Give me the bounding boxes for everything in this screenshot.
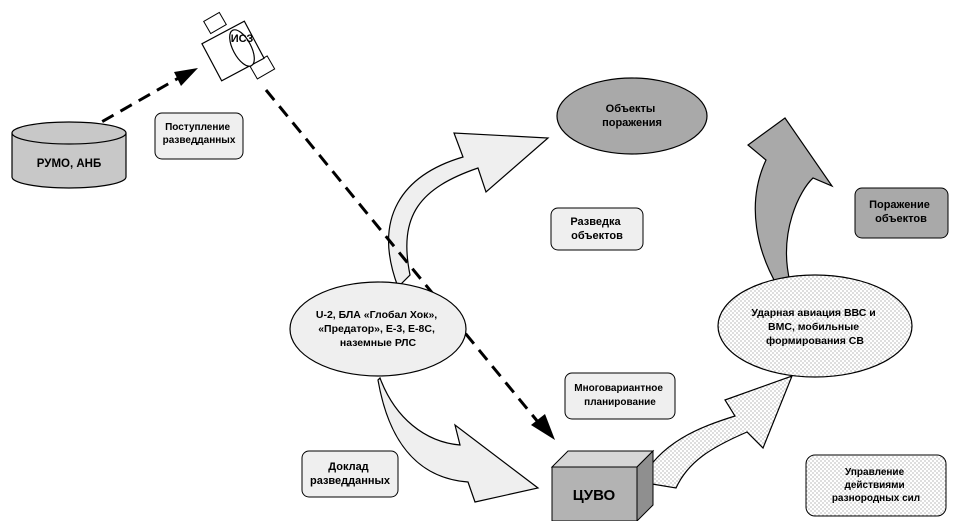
agencies-label: РУМО, АНБ [37, 158, 101, 170]
platforms-text: U-2, БЛА «Глобал Хок», «Предатор», Е-3, … [316, 309, 440, 349]
strike-forces-node [717, 274, 913, 378]
satellite-label: ИСЗ [231, 33, 254, 45]
engagement-box [854, 187, 949, 239]
targets-text: Объекты поражения [602, 103, 662, 129]
control-text: Управление действиями разнородных сил [832, 467, 920, 504]
planning-text: Многовариантное планирование [574, 383, 665, 408]
report-box [301, 450, 399, 498]
engagement-arrow [747, 117, 834, 288]
satellite-icon [201, 11, 276, 82]
engagement-text: Поражение объектов [869, 199, 933, 225]
intel-flow-arrowhead [174, 68, 198, 86]
agencies-cylinder [11, 121, 127, 189]
intel-inflow-box [154, 112, 244, 160]
intel-flow-line [83, 74, 183, 134]
recon-arrow [388, 132, 550, 289]
control-box [805, 454, 947, 517]
control-arrow [639, 374, 794, 489]
downlink-arrowhead [531, 414, 555, 440]
center-label: ЦУВО [573, 487, 616, 504]
intel-inflow-text: Поступление разведданных [163, 122, 236, 146]
center-node [550, 449, 655, 521]
strike-forces-text: Ударная авиация ВВС и ВМС, мобильные фор… [751, 307, 878, 347]
report-text: Доклад разведданных [310, 461, 391, 487]
platforms-node [289, 281, 467, 377]
report-arrow [377, 376, 540, 503]
targets-node [556, 77, 708, 155]
recon-text: Разведка объектов [570, 216, 623, 242]
satellite-downlink-line [264, 89, 540, 423]
planning-box [564, 372, 676, 420]
recon-box [550, 207, 644, 251]
